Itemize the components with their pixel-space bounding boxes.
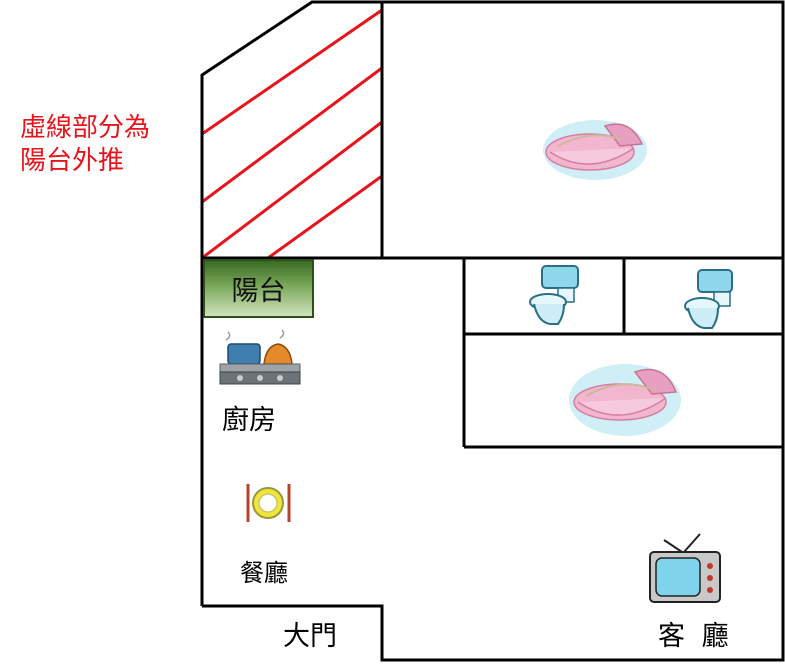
toilet-icon xyxy=(684,269,733,329)
crib-icon xyxy=(543,120,647,180)
main-door-label: 大門 xyxy=(283,621,337,652)
kitchen-label: 廚房 xyxy=(222,405,276,436)
balcony-extension-hatch xyxy=(202,8,382,258)
toilet-icon xyxy=(529,265,579,325)
note-line-2: 陽台外推 xyxy=(20,146,125,176)
dining-label: 餐廳 xyxy=(240,559,288,587)
stove-icon xyxy=(219,329,301,385)
crib-icon xyxy=(569,364,681,436)
living-room-label: 客 廳 xyxy=(658,621,733,652)
tv-icon xyxy=(649,533,721,603)
balcony-label: 陽台 xyxy=(203,259,314,318)
note-line-1: 虛線部分為 xyxy=(20,113,151,143)
plate-cutlery-icon xyxy=(246,484,291,522)
balcony-extension-note: 虛線部分為 陽台外推 xyxy=(20,112,150,178)
walls xyxy=(200,0,785,662)
